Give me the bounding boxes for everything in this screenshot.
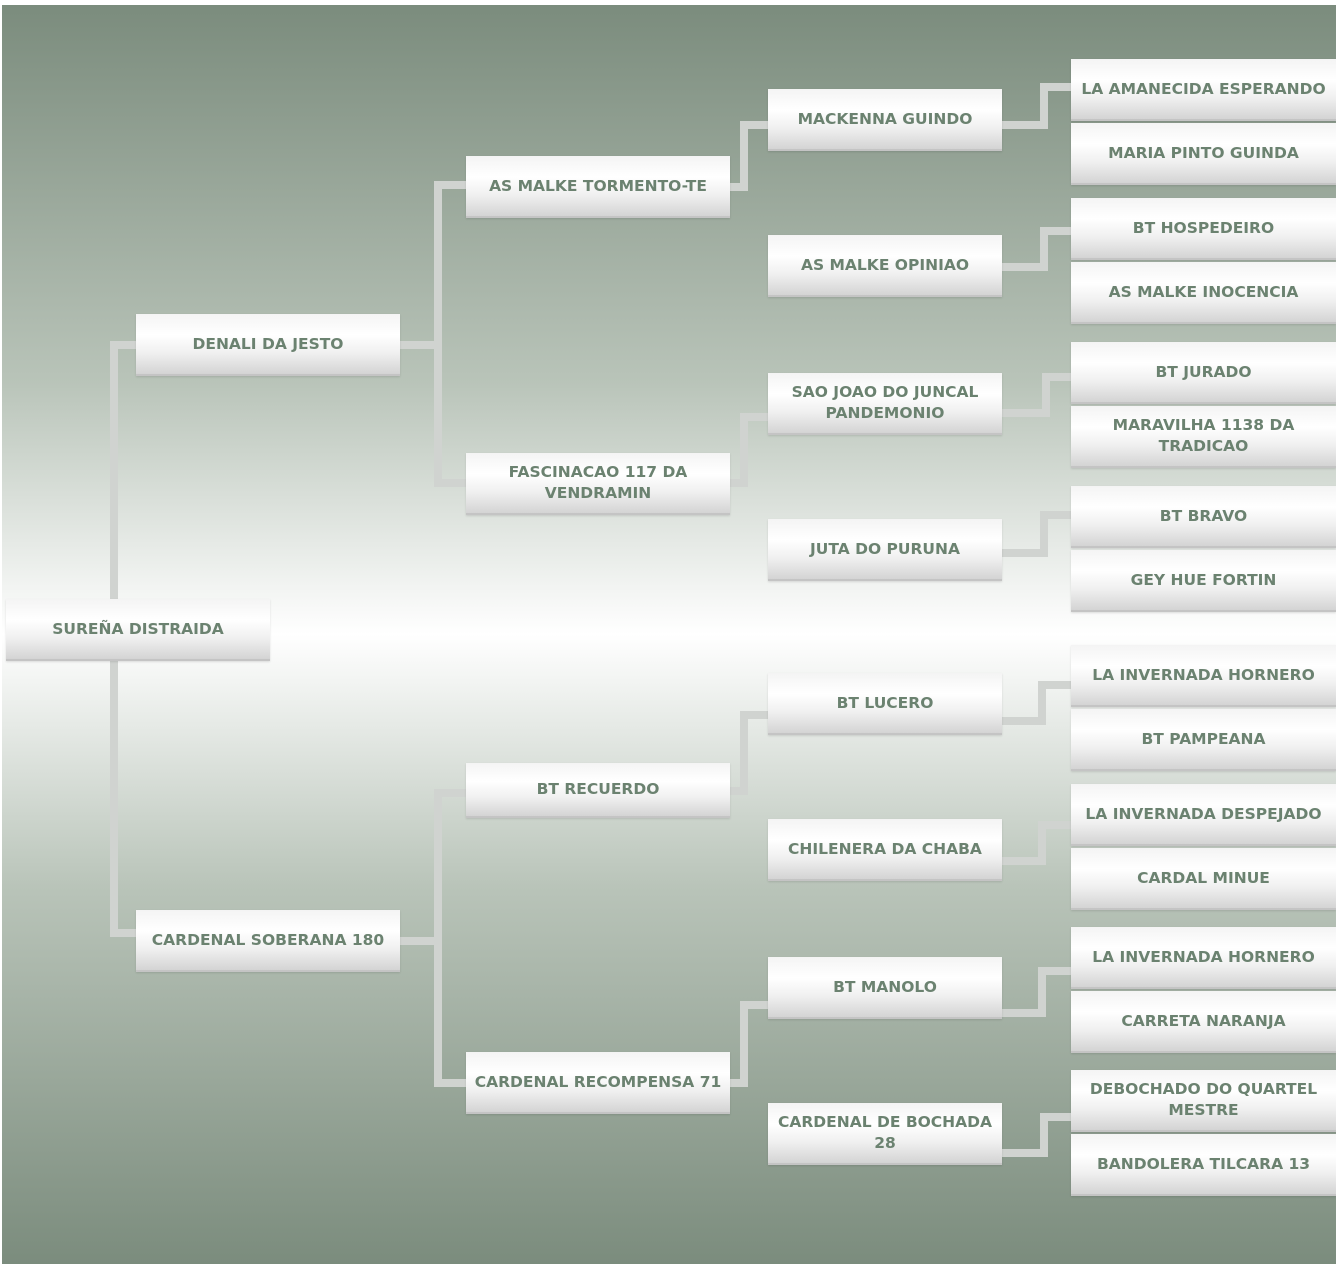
subject-box[interactable]: SUREÑA DISTRAIDA [6, 599, 270, 661]
fourth-generation-box[interactable]: BT BRAVO [1071, 486, 1336, 548]
connector-sire-down [434, 345, 466, 487]
dam-box[interactable]: CARDENAL SOBERANA 180 [136, 910, 400, 972]
great-grandparent-box[interactable]: CARDENAL DE BOCHADA 28 [768, 1103, 1002, 1165]
fourth-generation-box[interactable]: LA INVERNADA HORNERO [1071, 927, 1336, 989]
paternal-granddam-box[interactable]: FASCINACAO 117 DA VENDRAMIN [466, 453, 730, 515]
great-grandparent-box[interactable]: SAO JOAO DO JUNCAL PANDEMONIO [768, 373, 1002, 435]
fourth-generation-box[interactable]: GEY HUE FORTIN [1071, 550, 1336, 612]
great-grandparent-box[interactable]: AS MALKE OPINIAO [768, 235, 1002, 297]
maternal-granddam-box[interactable]: CARDENAL RECOMPENSA 71 [466, 1052, 730, 1114]
fourth-generation-box[interactable]: DEBOCHADO DO QUARTEL MESTRE [1071, 1070, 1336, 1132]
connector-dds [1002, 967, 1071, 1017]
great-grandparent-box[interactable]: JUTA DO PURUNA [768, 519, 1002, 581]
fourth-generation-box[interactable]: BANDOLERA TILCARA 13 [1071, 1134, 1336, 1196]
fourth-generation-box[interactable]: BT HOSPEDEIRO [1071, 198, 1336, 260]
connector-dd [730, 1001, 768, 1087]
fourth-generation-box[interactable]: AS MALKE INOCENCIA [1071, 262, 1336, 324]
connector-sss [1002, 83, 1071, 129]
fourth-generation-box[interactable]: CARDAL MINUE [1071, 848, 1336, 910]
connector-dss [1002, 681, 1071, 725]
connector-sdd [1002, 511, 1071, 557]
pedigree-chart: SUREÑA DISTRAIDA DENALI DA JESTO CARDENA… [2, 5, 1336, 1264]
connector-dam-up [400, 789, 466, 945]
sire-box[interactable]: DENALI DA JESTO [136, 314, 400, 376]
connector-root-dam [110, 661, 136, 937]
great-grandparent-box[interactable]: BT MANOLO [768, 957, 1002, 1019]
fourth-generation-box[interactable]: MARIA PINTO GUINDA [1071, 123, 1336, 185]
connector-dam-down [434, 941, 466, 1087]
maternal-grandsire-box[interactable]: BT RECUERDO [466, 763, 730, 818]
connector-root-sire [110, 341, 136, 599]
fourth-generation-box[interactable]: LA AMANECIDA ESPERANDO [1071, 59, 1336, 121]
connector-lines [110, 83, 1071, 1157]
connector-sd [730, 413, 768, 487]
connector-ds [730, 711, 768, 795]
paternal-grandsire-box[interactable]: AS MALKE TORMENTO-TE [466, 156, 730, 218]
connector-ss [730, 121, 768, 191]
connector-ssd [1002, 227, 1071, 271]
great-grandparent-box[interactable]: MACKENNA GUINDO [768, 89, 1002, 151]
great-grandparent-box[interactable]: CHILENERA DA CHABA [768, 819, 1002, 881]
fourth-generation-box[interactable]: BT PAMPEANA [1071, 709, 1336, 771]
fourth-generation-box[interactable]: LA INVERNADA DESPEJADO [1071, 784, 1336, 846]
great-grandparent-box[interactable]: BT LUCERO [768, 673, 1002, 735]
fourth-generation-box[interactable]: LA INVERNADA HORNERO [1071, 645, 1336, 707]
connector-ddd [1002, 1113, 1071, 1157]
connector-sire-up [400, 181, 466, 349]
connector-sds [1002, 373, 1071, 417]
connector-dsd [1002, 821, 1071, 865]
fourth-generation-box[interactable]: CARRETA NARANJA [1071, 991, 1336, 1053]
fourth-generation-box[interactable]: MARAVILHA 1138 DA TRADICAO [1071, 406, 1336, 468]
fourth-generation-box[interactable]: BT JURADO [1071, 342, 1336, 404]
